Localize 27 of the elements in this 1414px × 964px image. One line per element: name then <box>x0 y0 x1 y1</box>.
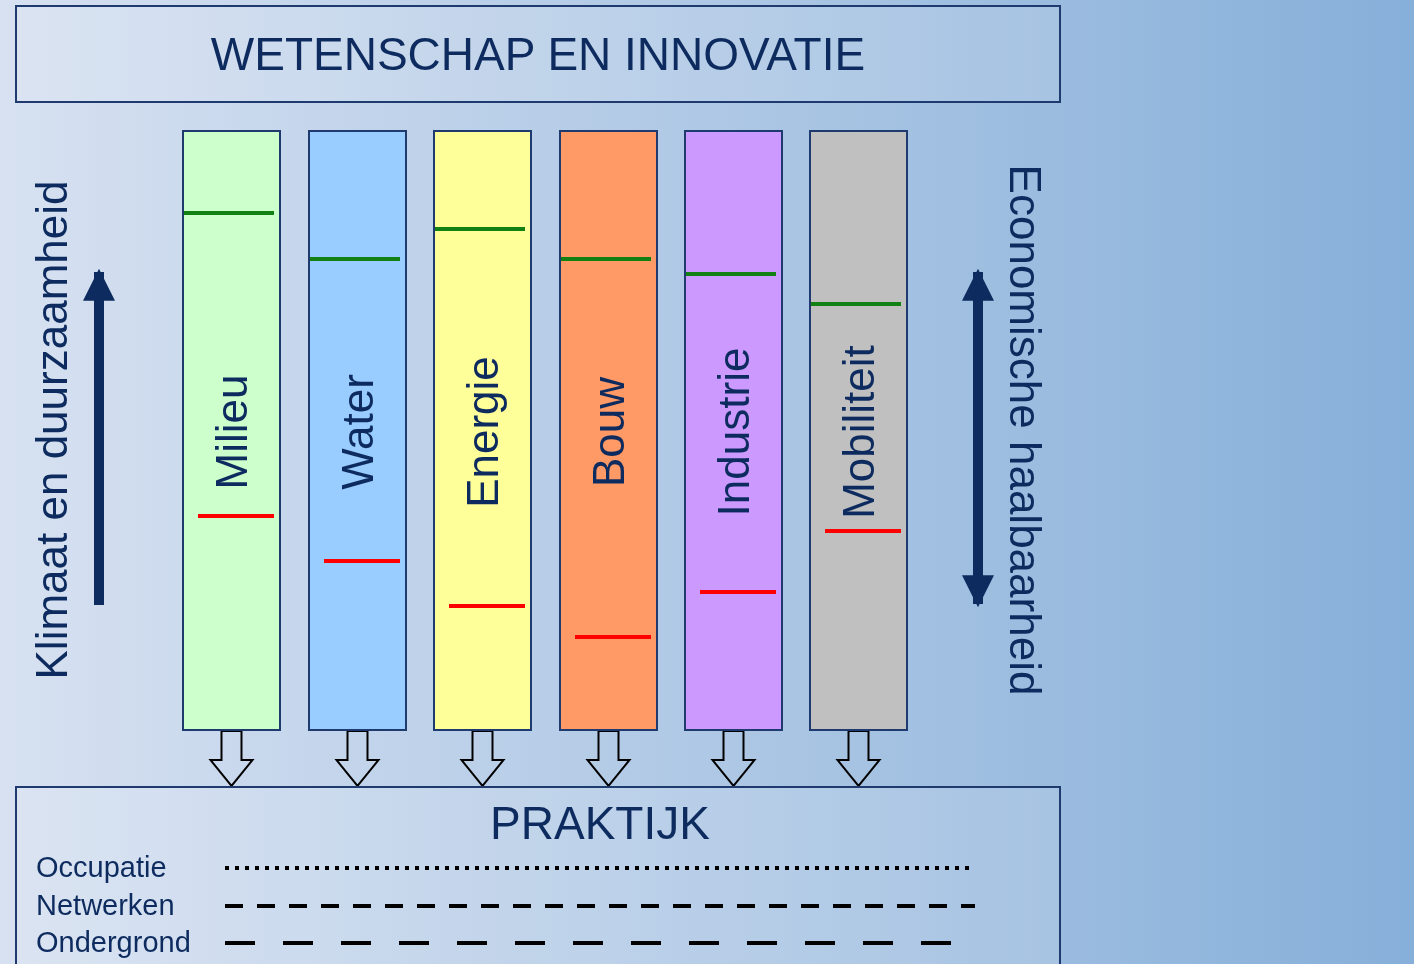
hollow-arrow <box>710 730 757 788</box>
column-label: Mobiliteit <box>836 345 881 519</box>
legend-label: Occupatie <box>36 853 167 882</box>
theme-column <box>684 130 783 731</box>
column-label: Milieu <box>209 374 254 490</box>
practice-panel <box>15 786 1061 964</box>
column-label: Water <box>335 374 380 490</box>
hollow-arrow <box>334 730 381 788</box>
hollow-arrow <box>459 730 506 788</box>
theme-column <box>433 130 532 731</box>
hollow-arrow <box>208 730 255 788</box>
hollow-arrow <box>835 730 882 788</box>
axis-label: Economische haalbaarheid <box>1003 164 1047 696</box>
band-title: WETENSCHAP EN INNOVATIE <box>210 31 866 77</box>
theme-column <box>809 130 908 731</box>
column-label: Bouw <box>586 376 631 488</box>
title-band <box>15 5 1061 103</box>
theme-column <box>182 130 281 731</box>
hollow-arrow <box>585 730 632 788</box>
theme-column <box>559 130 658 731</box>
panel-title: PRAKTIJK <box>490 800 710 846</box>
theme-column <box>308 130 407 731</box>
column-label: Industrie <box>711 347 756 517</box>
column-label: Energie <box>460 356 505 508</box>
axis-label: Klimaat en duurzaamheid <box>30 180 74 680</box>
legend-label: Netwerken <box>36 891 175 920</box>
legend-label: Ondergrond <box>36 928 191 957</box>
